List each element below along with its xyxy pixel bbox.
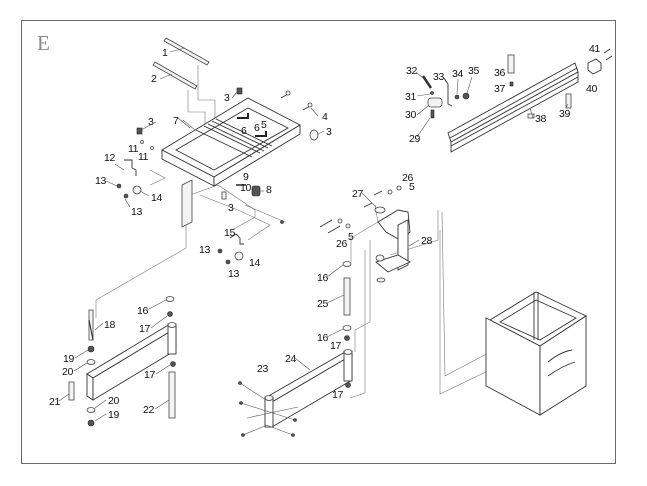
callout-labels: 1 2 3 3 3 3 4 5 6 6 7 8 9 10 11 11 12 13… [49, 43, 601, 421]
callout-15: 15 [224, 227, 235, 239]
callout-4: 4 [322, 111, 328, 123]
part-20-washers [86, 359, 96, 413]
callout-16: 16 [317, 332, 328, 344]
callout-2: 2 [151, 73, 157, 85]
fence-rail [447, 62, 579, 153]
callout-13: 13 [131, 206, 142, 218]
callout-13: 13 [199, 244, 210, 256]
callout-20: 20 [62, 366, 73, 378]
callout-25: 25 [317, 298, 328, 310]
callout-17: 17 [330, 340, 341, 352]
callout-35: 35 [468, 65, 479, 77]
callout-24: 24 [285, 353, 296, 365]
callout-31: 31 [405, 91, 416, 103]
callout-40: 40 [586, 83, 597, 95]
fence-lock-assembly [421, 75, 470, 119]
callout-28: 28 [421, 235, 432, 247]
callout-34: 34 [452, 68, 463, 80]
callout-11: 11 [138, 151, 149, 163]
callout-19: 19 [63, 353, 74, 365]
callout-5: 5 [348, 231, 354, 243]
callout-16: 16 [317, 272, 328, 284]
callout-5: 5 [261, 119, 267, 131]
callout-29: 29 [409, 133, 420, 145]
part-23-screws [238, 381, 299, 437]
callout-39: 39 [559, 108, 570, 120]
callout-13: 13 [95, 175, 106, 187]
right-leg-beam [264, 349, 353, 428]
callout-3: 3 [224, 92, 230, 104]
callout-36: 36 [494, 67, 505, 79]
callout-3: 3 [148, 116, 154, 128]
callout-8: 8 [266, 184, 272, 196]
callout-leaders [58, 71, 569, 422]
callout-6: 6 [254, 122, 260, 134]
callout-26: 26 [402, 172, 413, 184]
callout-23: 23 [257, 363, 268, 375]
part-3-end-caps [136, 87, 319, 200]
callout-17: 17 [139, 323, 150, 335]
callout-12: 12 [104, 152, 115, 164]
callout-30: 30 [405, 109, 416, 121]
callout-9: 9 [243, 171, 249, 183]
callout-7: 7 [173, 115, 179, 127]
callout-20: 20 [108, 395, 119, 407]
callout-33: 33 [433, 71, 444, 83]
callout-17: 17 [144, 369, 155, 381]
callout-1: 1 [162, 47, 168, 59]
part-2-rail [152, 61, 198, 90]
left-leg-beam [86, 322, 177, 401]
callout-22: 22 [143, 404, 154, 416]
part-25-post [342, 261, 352, 388]
callout-38: 38 [535, 113, 546, 125]
callout-5: 5 [409, 181, 415, 193]
part-6-keys [237, 113, 267, 137]
part-28-bracket [319, 185, 411, 283]
part-36-37-39-hardware [507, 54, 572, 119]
callout-3: 3 [228, 202, 234, 214]
callout-41: 41 [589, 43, 600, 55]
callout-21: 21 [49, 396, 60, 408]
part-1-rail [163, 37, 210, 66]
callout-17: 17 [332, 389, 343, 401]
callout-16: 16 [137, 305, 148, 317]
part-19-nuts [87, 345, 95, 427]
section-letter: E [37, 31, 50, 55]
callout-14: 14 [249, 257, 260, 269]
callout-19: 19 [108, 409, 119, 421]
cabinet [485, 291, 587, 416]
callout-18: 18 [104, 319, 115, 331]
part-11-12-13-14-bracket-set [116, 140, 154, 199]
callout-3: 3 [326, 126, 332, 138]
part-7-frame [161, 97, 301, 228]
callout-6: 6 [241, 125, 247, 137]
part-21-block [68, 381, 75, 401]
callout-26: 26 [336, 238, 347, 250]
part-16-17-left [165, 296, 176, 367]
diagram-frame [21, 20, 616, 464]
part-4-bolts [280, 90, 313, 111]
callout-37: 37 [494, 83, 505, 95]
callout-10: 10 [240, 182, 251, 194]
part-40-end-cap [587, 48, 613, 75]
part-22-post [168, 371, 176, 419]
part-8-knob [251, 185, 261, 197]
callout-13: 13 [228, 268, 239, 280]
part-15-bracket-set [217, 220, 284, 265]
part-18-threaded-rod [88, 309, 104, 341]
callout-11: 11 [128, 143, 139, 155]
assembly-guide-lines [95, 65, 491, 399]
callout-27: 27 [352, 188, 363, 200]
callout-32: 32 [406, 65, 417, 77]
callout-14: 14 [151, 192, 162, 204]
